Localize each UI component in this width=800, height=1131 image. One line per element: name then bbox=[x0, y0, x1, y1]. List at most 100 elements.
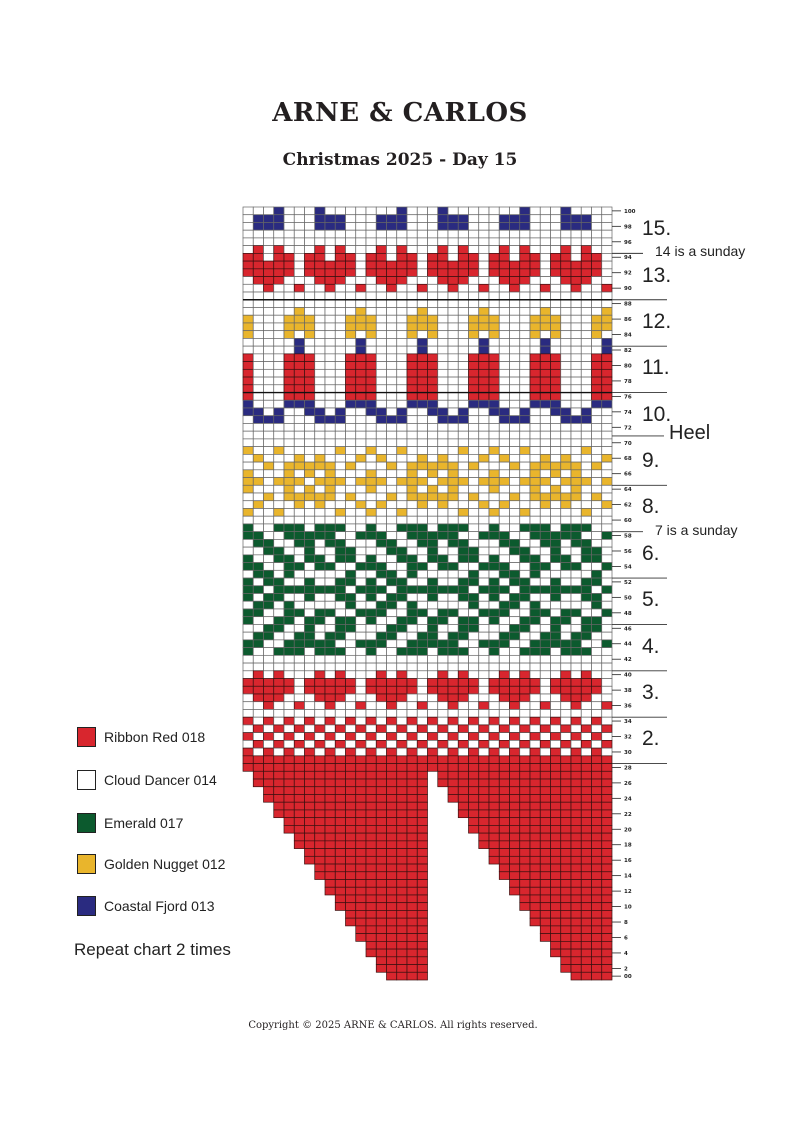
stitch-cell bbox=[457, 531, 469, 540]
stitch-cell bbox=[252, 624, 264, 633]
stitch-cell bbox=[345, 662, 357, 672]
stitch-cell bbox=[560, 492, 572, 502]
stitch-cell bbox=[478, 585, 490, 594]
stitch-cell bbox=[416, 747, 428, 757]
stitch-cell bbox=[273, 214, 285, 223]
stitch-cell bbox=[355, 577, 367, 587]
stitch-cell bbox=[345, 608, 357, 618]
stitch-cell bbox=[242, 484, 254, 494]
stitch-cell bbox=[324, 307, 336, 316]
stitch-cell bbox=[386, 871, 398, 880]
stitch-cell bbox=[570, 415, 582, 424]
stitch-cell bbox=[580, 855, 592, 865]
stitch-cell bbox=[437, 283, 449, 293]
stitch-cell bbox=[252, 631, 264, 641]
stitch-cell bbox=[252, 732, 264, 741]
stitch-cell bbox=[427, 330, 439, 339]
stitch-cell bbox=[457, 639, 469, 648]
stitch-cell bbox=[365, 685, 377, 695]
stitch-cell bbox=[468, 794, 480, 803]
stitch-cell bbox=[355, 647, 367, 656]
stitch-cell bbox=[242, 693, 254, 703]
stitch-cell bbox=[478, 330, 490, 339]
stitch-cell bbox=[519, 438, 531, 447]
stitch-cell bbox=[375, 755, 387, 764]
stitch-cell bbox=[519, 229, 531, 239]
stitch-cell bbox=[509, 871, 521, 880]
stitch-cell bbox=[560, 539, 572, 548]
stitch-cell bbox=[591, 569, 603, 579]
stitch-cell bbox=[539, 701, 551, 710]
stitch-cell bbox=[457, 523, 469, 533]
stitch-cell bbox=[539, 755, 551, 764]
stitch-cell bbox=[293, 283, 305, 293]
stitch-cell bbox=[601, 933, 613, 942]
stitch-cell bbox=[601, 608, 613, 618]
stitch-cell bbox=[570, 314, 582, 324]
stitch-cell bbox=[283, 423, 295, 432]
stitch-cell bbox=[375, 508, 387, 517]
stitch-cell bbox=[263, 554, 275, 563]
stitch-cell bbox=[488, 716, 500, 726]
stitch-cell bbox=[539, 492, 551, 502]
stitch-cell bbox=[478, 260, 490, 270]
stitch-cell bbox=[263, 376, 275, 386]
stitch-cell bbox=[560, 647, 572, 656]
stitch-cell bbox=[488, 283, 500, 293]
stitch-cell bbox=[263, 747, 275, 757]
stitch-cell bbox=[345, 229, 357, 239]
stitch-cell bbox=[283, 214, 295, 223]
stitch-cell bbox=[242, 647, 254, 656]
stitch-cell bbox=[580, 291, 592, 301]
stitch-cell bbox=[416, 964, 428, 973]
stitch-cell bbox=[416, 353, 428, 362]
stitch-cell bbox=[396, 593, 408, 602]
stitch-cell bbox=[293, 569, 305, 579]
stitch-cell bbox=[560, 956, 572, 965]
stitch-cell bbox=[314, 569, 326, 579]
stitch-cell bbox=[293, 794, 305, 803]
stitch-cell bbox=[386, 925, 398, 934]
stitch-cell bbox=[529, 825, 541, 834]
stitch-cell bbox=[345, 415, 357, 424]
stitch-cell bbox=[519, 716, 531, 726]
row-label: 36 bbox=[624, 704, 632, 710]
stitch-cell bbox=[468, 809, 480, 819]
stitch-cell bbox=[406, 879, 418, 888]
stitch-cell bbox=[550, 423, 562, 432]
stitch-cell bbox=[509, 825, 521, 834]
stitch-cell bbox=[396, 670, 408, 679]
stitch-cell bbox=[304, 214, 316, 223]
stitch-cell bbox=[509, 832, 521, 842]
stitch-cell bbox=[498, 322, 510, 332]
stitch-cell bbox=[539, 709, 551, 718]
stitch-cell bbox=[375, 384, 387, 393]
stitch-cell bbox=[498, 546, 510, 556]
stitch-cell bbox=[355, 454, 367, 463]
stitch-cell bbox=[519, 631, 531, 641]
stitch-cell bbox=[437, 740, 449, 749]
stitch-cell bbox=[334, 616, 346, 625]
stitch-cell bbox=[560, 438, 572, 447]
stitch-cell bbox=[580, 415, 592, 424]
stitch-cell bbox=[591, 763, 603, 772]
stitch-cell bbox=[580, 724, 592, 733]
stitch-cell bbox=[242, 624, 254, 633]
stitch-cell bbox=[519, 848, 531, 857]
stitch-cell bbox=[334, 809, 346, 819]
stitch-cell bbox=[427, 484, 439, 494]
stitch-cell bbox=[457, 778, 469, 788]
stitch-cell bbox=[560, 616, 572, 625]
stitch-cell bbox=[519, 886, 531, 896]
stitch-cell bbox=[365, 407, 377, 417]
stitch-cell bbox=[396, 492, 408, 502]
stitch-cell bbox=[386, 376, 398, 386]
stitch-cell bbox=[355, 531, 367, 540]
stitch-cell bbox=[457, 384, 469, 393]
stitch-cell bbox=[550, 832, 562, 842]
stitch-cell bbox=[355, 546, 367, 556]
stitch-cell bbox=[396, 956, 408, 965]
stitch-cell bbox=[519, 454, 531, 463]
stitch-cell bbox=[396, 817, 408, 826]
stitch-cell bbox=[457, 477, 469, 486]
